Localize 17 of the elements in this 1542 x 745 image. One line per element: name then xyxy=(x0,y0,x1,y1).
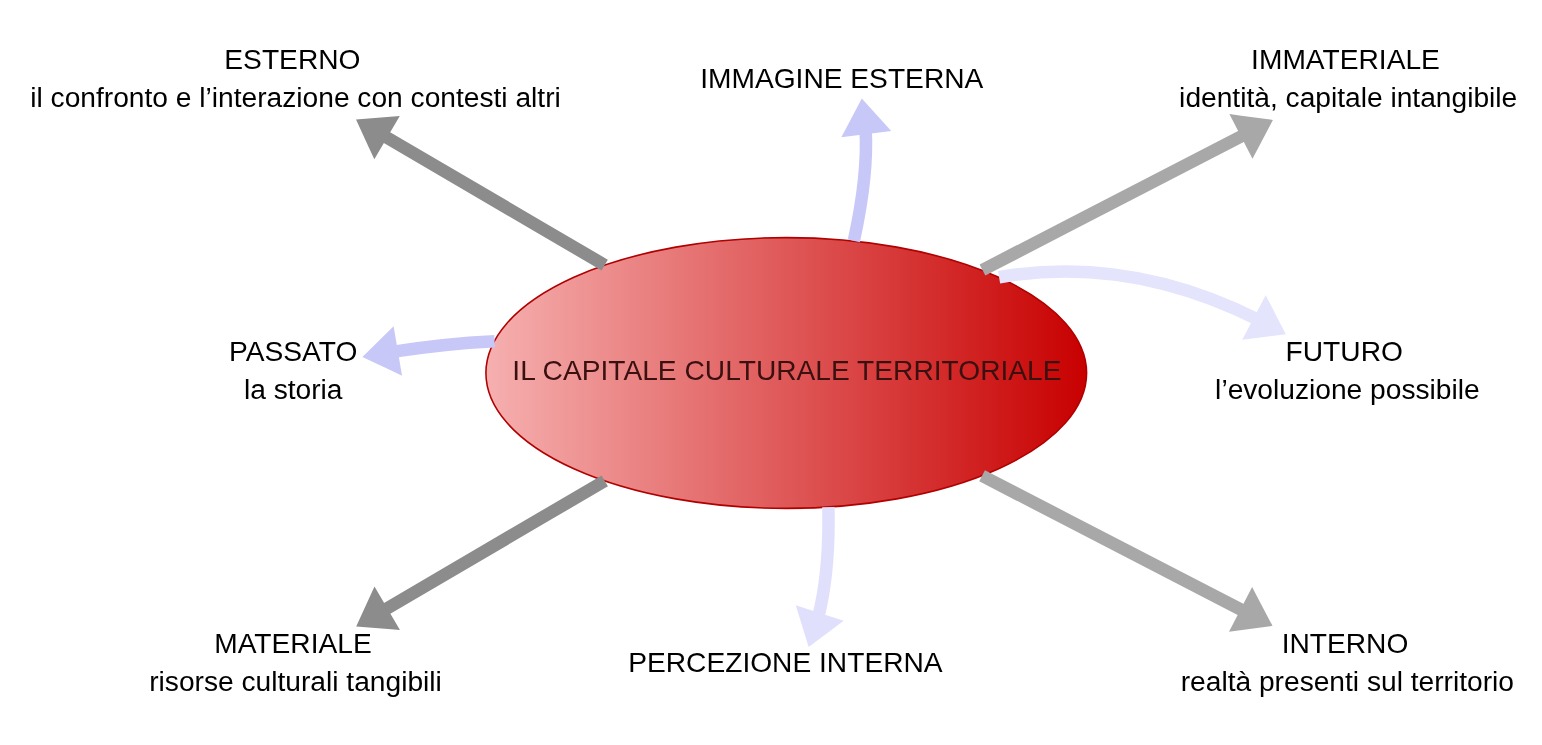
node-text: IMMATERIALE identità, capitale intangibile xyxy=(1179,42,1518,113)
arrow xyxy=(795,506,844,647)
node-text: PASSATO la storia xyxy=(229,334,358,405)
arrow xyxy=(356,474,608,630)
node-text: FUTURO l’evoluzione possibile xyxy=(1215,334,1480,405)
arrow xyxy=(362,325,495,376)
node-text: INTERNO realtà presenti sul territorio xyxy=(1180,626,1515,697)
node-text: MATERIALE risorse culturali tangibili xyxy=(149,626,442,697)
node-text: PERCEZIONE INTERNA xyxy=(628,645,943,678)
arrow xyxy=(979,469,1273,632)
arrow xyxy=(998,264,1286,340)
arrow xyxy=(841,98,892,242)
arrow xyxy=(356,115,608,270)
node-text: IMMAGINE ESTERNA xyxy=(700,61,984,94)
arrow xyxy=(979,113,1273,276)
node-text: ESTERNO il confronto e l’interazione con contesti altri xyxy=(30,42,561,113)
node-ellipse: IL CAPITALE CULTURALE TERRITORIALE xyxy=(485,236,1088,509)
